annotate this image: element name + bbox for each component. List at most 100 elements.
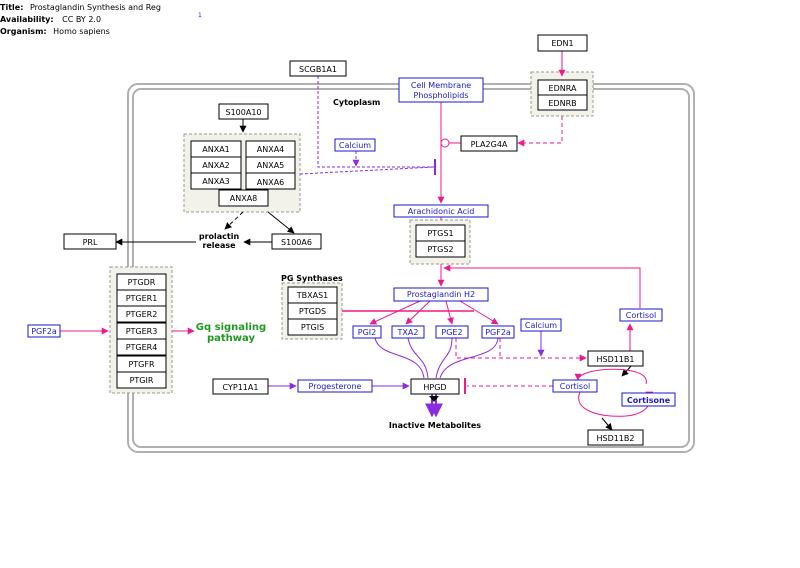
- edge-scgb1a1-inhibit: [317, 76, 434, 168]
- title-value: Prostaglandin Synthesis and Reg: [29, 3, 161, 12]
- svg-text:PTGER1: PTGER1: [126, 294, 158, 303]
- gene-ptgdr[interactable]: PTGDR: [116, 273, 167, 291]
- svg-text:PGF2a: PGF2a: [485, 328, 511, 337]
- edge-ph2-pgf2a: [459, 300, 499, 325]
- organism-label: Organism:: [0, 27, 47, 36]
- metabolite-cortisone[interactable]: Cortisone: [621, 392, 676, 407]
- edge-pgi2-hpgd: [374, 337, 425, 379]
- label-inactive-metabolites: Inactive Metabolites: [389, 421, 481, 430]
- gene-hpgd[interactable]: HPGD: [410, 378, 460, 395]
- metabolite-cortisol-top[interactable]: Cortisol: [619, 308, 663, 322]
- edge-txa2-hpgd: [407, 337, 429, 379]
- svg-text:PTGIS: PTGIS: [301, 323, 324, 332]
- gene-ednrb[interactable]: EDNRB: [537, 94, 588, 111]
- gene-prl[interactable]: PRL: [63, 233, 117, 250]
- svg-text:SCGB1A1: SCGB1A1: [299, 65, 337, 74]
- svg-text:PTGS1: PTGS1: [427, 229, 453, 238]
- svg-text:ANXA8: ANXA8: [230, 194, 258, 203]
- title-label: Title:: [0, 3, 24, 12]
- gene-edn1[interactable]: EDN1: [537, 34, 588, 52]
- metabolite-calcium-2[interactable]: Calcium: [520, 318, 562, 332]
- svg-text:PTGER3: PTGER3: [126, 327, 158, 336]
- gene-anxa8[interactable]: ANXA8: [218, 189, 269, 207]
- gene-ptger2[interactable]: PTGER2: [116, 305, 167, 323]
- svg-text:PTGDS: PTGDS: [299, 307, 326, 316]
- edge-cortisone-cortisol: [574, 368, 647, 385]
- svg-text:PGF2a: PGF2a: [31, 327, 57, 336]
- svg-text:PGE2: PGE2: [441, 328, 462, 337]
- gene-ptgis[interactable]: PTGIS: [287, 318, 338, 336]
- gene-ptgds[interactable]: PTGDS: [287, 302, 338, 320]
- svg-text:PTGIR: PTGIR: [130, 376, 154, 385]
- svg-text:S100A6: S100A6: [281, 238, 312, 247]
- gene-ptgs1[interactable]: PTGS1: [415, 224, 466, 242]
- svg-text:PTGFR: PTGFR: [128, 360, 155, 369]
- gene-anxa4[interactable]: ANXA4: [245, 140, 296, 158]
- gene-anxa3[interactable]: ANXA3: [190, 172, 242, 190]
- label-prolactin-release-line1: prolactin: [199, 232, 240, 241]
- gene-s100a6[interactable]: S100A6: [271, 233, 322, 250]
- gene-ptgfr[interactable]: PTGFR: [116, 355, 167, 373]
- svg-text:ANXA1: ANXA1: [202, 145, 230, 154]
- edge-ph2-pge2: [445, 300, 454, 325]
- edge-pge2-hsd11b1: [455, 338, 587, 362]
- metabolite-pgf2a[interactable]: PGF2a: [481, 325, 515, 339]
- svg-text:Cortisol: Cortisol: [560, 382, 590, 391]
- svg-text:PTGS2: PTGS2: [427, 245, 453, 254]
- organism-value: Homo sapiens: [53, 27, 110, 36]
- metabolite-pgf2a-left[interactable]: PGF2a: [27, 324, 61, 338]
- svg-text:ANXA6: ANXA6: [257, 178, 285, 187]
- organism-row: Organism: Homo sapiens: [0, 27, 110, 36]
- gene-hsd11b1[interactable]: HSD11B1: [587, 350, 644, 367]
- gene-ptgir[interactable]: PTGIR: [116, 371, 167, 389]
- metabolite-pgi2[interactable]: PGI2: [352, 325, 382, 339]
- edge-pgf2a-hpgd: [439, 337, 499, 379]
- metabolite-txa2[interactable]: TXA2: [391, 325, 425, 339]
- svg-text:PGI2: PGI2: [358, 328, 376, 337]
- gene-ptger4[interactable]: PTGER4: [116, 338, 167, 356]
- edge-loop-hsd11b2: [601, 417, 613, 431]
- label-prolactin-release-line2: release: [202, 241, 236, 250]
- gene-cyp11a1[interactable]: CYP11A1: [212, 378, 269, 395]
- svg-text:EDN1: EDN1: [551, 39, 573, 48]
- edge-pge2-hpgd: [435, 337, 453, 379]
- edge-ednr-pla2g4a: [517, 116, 563, 147]
- gene-pla2g4a[interactable]: PLA2G4A: [460, 135, 518, 152]
- gene-anxa6[interactable]: ANXA6: [245, 172, 296, 190]
- gene-ednra[interactable]: EDNRA: [537, 79, 588, 96]
- metabolite-calcium-1[interactable]: Calcium: [334, 138, 376, 152]
- gene-hsd11b2[interactable]: HSD11B2: [587, 429, 644, 446]
- gene-ptger3[interactable]: PTGER3: [116, 322, 167, 340]
- gene-tbxas1[interactable]: TBXAS1: [287, 286, 338, 304]
- metabolite-arachidonic-acid[interactable]: Arachidonic Acid: [393, 204, 489, 218]
- label-gq-signaling-line1: Gq signaling: [196, 322, 266, 333]
- gene-anxa1[interactable]: ANXA1: [190, 140, 242, 158]
- gene-s100a10[interactable]: S100A10: [218, 103, 269, 120]
- metabolite-progesterone[interactable]: Progesterone: [297, 379, 373, 393]
- gene-ptger1[interactable]: PTGER1: [116, 289, 167, 307]
- edge-cortisol-ptgs: [443, 264, 641, 308]
- gene-anxa2[interactable]: ANXA2: [190, 156, 242, 174]
- svg-text:PLA2G4A: PLA2G4A: [471, 140, 508, 149]
- gene-scgb1a1[interactable]: SCGB1A1: [289, 60, 347, 77]
- reference-marker[interactable]: 1: [198, 12, 202, 19]
- svg-text:PTGER2: PTGER2: [126, 310, 158, 319]
- gene-anxa5[interactable]: ANXA5: [245, 156, 296, 174]
- svg-text:TXA2: TXA2: [397, 328, 419, 337]
- svg-text:ANXA4: ANXA4: [257, 145, 285, 154]
- gene-ptgs2[interactable]: PTGS2: [415, 240, 466, 258]
- metabolite-pge2[interactable]: PGE2: [435, 325, 469, 339]
- svg-text:ANXA3: ANXA3: [202, 177, 230, 186]
- svg-text:PTGDR: PTGDR: [128, 278, 156, 287]
- svg-text:Cortisol: Cortisol: [626, 311, 656, 320]
- metabolite-prostaglandin-h2[interactable]: Prostaglandin H2: [393, 287, 489, 302]
- svg-text:Calcium: Calcium: [525, 321, 557, 330]
- svg-text:Phospholipids: Phospholipids: [414, 91, 469, 100]
- title-row: Title: Prostaglandin Synthesis and Reg: [0, 3, 161, 12]
- metabolite-cortisol[interactable]: Cortisol: [552, 379, 598, 393]
- label-pg-synthases: PG Synthases: [281, 274, 343, 283]
- svg-text:TBXAS1: TBXAS1: [296, 291, 329, 300]
- metabolite-cell-membrane-phospholipids[interactable]: Cell Membrane Phospholipids: [398, 77, 484, 103]
- svg-text:EDNRA: EDNRA: [549, 84, 577, 93]
- svg-text:HSD11B2: HSD11B2: [596, 434, 634, 443]
